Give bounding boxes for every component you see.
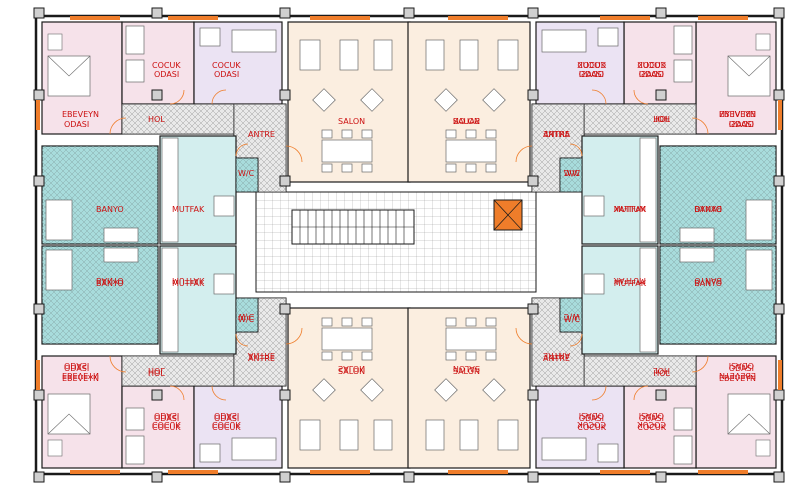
label-cocuk-1-b-bottom-right: ODASI xyxy=(639,414,664,423)
label-cocuk-2-b-bottom-right: ODASI xyxy=(579,414,604,423)
label-cocuk-1-bottom-left: COCUK xyxy=(152,423,181,432)
label-cocuk-1-b: ODASI xyxy=(154,70,179,79)
label-cocuk-2: COCUK xyxy=(212,61,241,70)
label-wc-top-right: W/C xyxy=(564,169,581,178)
label-hol-top-right: HOL xyxy=(653,115,670,124)
label-cocuk-2-bottom-left: COCUK xyxy=(212,423,241,432)
apartment-unit: COCUK ODASI COCUK ODASI EBEVEYN ODASI HO… xyxy=(33,7,415,245)
label-ebeveyn: EBEVEYN xyxy=(62,110,99,119)
label-cocuk-1: COCUK xyxy=(152,61,181,70)
windows xyxy=(36,16,370,130)
label-cocuk-2-b-top-right: ODASI xyxy=(579,70,604,79)
label-antre-bottom-right: ANTRE xyxy=(543,354,570,363)
label-salon: SALON xyxy=(338,117,365,126)
label-ebeveyn-bottom-left: EBEVEYN xyxy=(62,374,99,383)
label-ebeveyn-b-bottom-right: ODASI xyxy=(729,364,754,373)
label-banyo-top-right: BANYO xyxy=(694,205,722,214)
sofa-group xyxy=(299,39,393,112)
label-antre: ANTRE xyxy=(248,130,275,139)
room-hol xyxy=(121,103,235,135)
label-antre-bottom-left: ANTRE xyxy=(248,354,275,363)
label-banyo-bottom-right: BANYO xyxy=(694,279,722,288)
label-mutfak: MUTFAK xyxy=(172,205,205,214)
label-cocuk-2-bottom-right: COCUK xyxy=(577,423,606,432)
dining-table xyxy=(321,129,373,173)
label-cocuk-1-top-right: COCUK xyxy=(637,61,666,70)
label-wc: W/C xyxy=(238,169,255,178)
label-ebeveyn-b: ODASI xyxy=(64,120,89,129)
label-cocuk-2-top-right: COCUK xyxy=(577,61,606,70)
label-ebeveyn-b-bottom-left: ODASI xyxy=(64,364,89,373)
label-wc-bottom-right: W/C xyxy=(564,315,581,324)
label-ebeveyn-b-top-right: ODASI xyxy=(729,120,754,129)
label-ebeveyn-bottom-right: EBEVEYN xyxy=(719,374,756,383)
label-hol: HOL xyxy=(148,115,165,124)
central-core xyxy=(255,191,537,293)
label-cocuk-2-b-bottom-left: ODASI xyxy=(214,414,239,423)
label-cocuk-2-b: ODASI xyxy=(214,70,239,79)
label-salon-bottom-left: SALON xyxy=(338,367,365,376)
label-cocuk-1-bottom-right: COCUK xyxy=(637,423,666,432)
door-swings xyxy=(109,89,303,163)
label-mutfak-top-right: MUTFAK xyxy=(614,205,647,214)
label-salon-top-right: SALON xyxy=(453,117,480,126)
label-wc-bottom-left: W/C xyxy=(238,315,255,324)
label-banyo: BANYO xyxy=(96,205,124,214)
label-antre-top-right: ANTRE xyxy=(543,130,570,139)
label-cocuk-1-b-top-right: ODASI xyxy=(639,70,664,79)
label-banyo-bottom-left: BANYO xyxy=(96,279,124,288)
label-ebeveyn-top-right: EBEVEYN xyxy=(719,110,756,119)
label-hol-bottom-left: HOL xyxy=(148,369,165,378)
label-hol-bottom-right: HOL xyxy=(653,369,670,378)
label-salon-bottom-right: SALON xyxy=(453,367,480,376)
stair-treads xyxy=(292,210,414,244)
label-mutfak-bottom-right: MUTFAK xyxy=(614,279,647,288)
label-cocuk-1-b-bottom-left: ODASI xyxy=(154,414,179,423)
label-mutfak-bottom-left: MUTFAK xyxy=(172,279,205,288)
